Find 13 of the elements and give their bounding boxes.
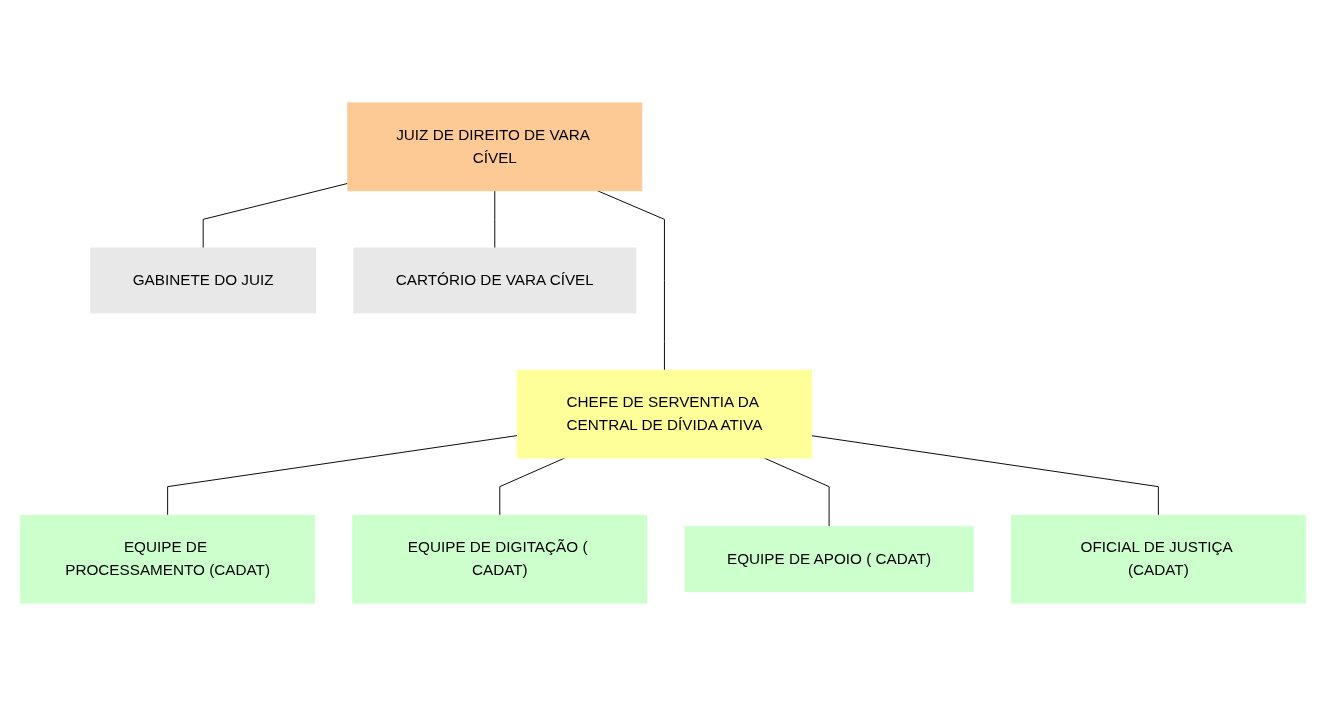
connector xyxy=(810,435,1159,516)
node-box: EQUIPE DE APOIO ( CADAT) xyxy=(684,526,974,593)
connector xyxy=(493,190,495,249)
node-box: EQUIPE DE PROCESSAMENTO (CADAT) xyxy=(19,514,315,604)
node-box: JUIZ DE DIREITO DE VARA CÍVEL xyxy=(346,102,642,192)
connector xyxy=(166,435,518,516)
node-box: GABINETE DO JUIZ xyxy=(89,247,316,314)
connector xyxy=(596,190,665,371)
node-box: CARTÓRIO DE VARA CÍVEL xyxy=(352,247,636,314)
node-box: EQUIPE DE DIGITAÇÃO ( CADAT) xyxy=(351,514,647,604)
node-box: OFICIAL DE JUSTIÇA (CADAT) xyxy=(1010,514,1306,604)
connector xyxy=(202,182,348,249)
node-box: CHEFE DE SERVENTIA DA CENTRAL DE DÍVIDA ATIVA xyxy=(516,369,812,459)
